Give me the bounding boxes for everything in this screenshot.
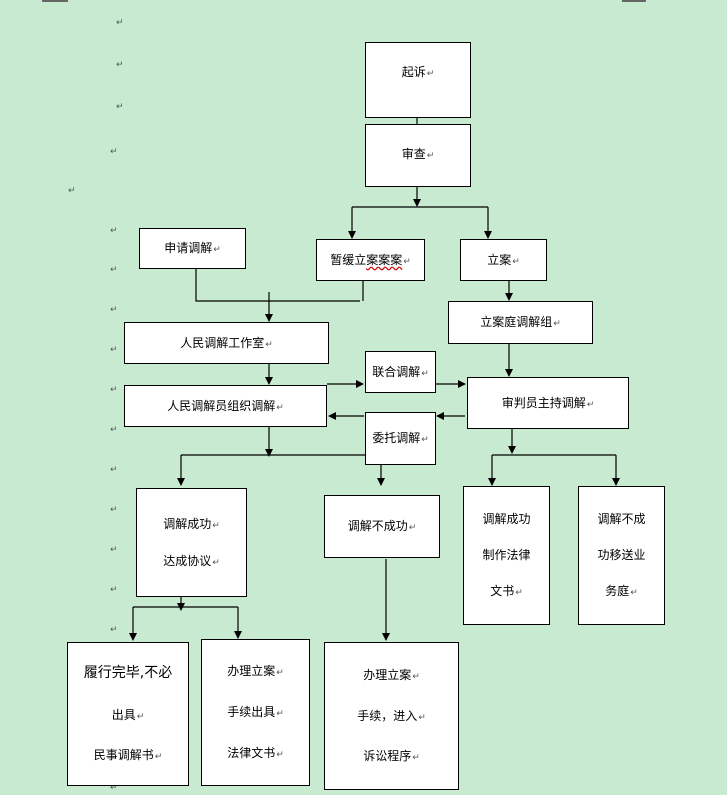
paragraph-mark: ↵ (116, 18, 124, 28)
node-renmin-tiaojie-gongzuoshi: 人民调解工作室↵ (124, 322, 329, 364)
paragraph-mark: ↵ (136, 711, 145, 722)
paragraph-mark: ↵ (426, 151, 435, 161)
node-gongzuoshi-text: 人民调解工作室 (180, 335, 265, 350)
node-chenggong-line-1: 调解成功 (163, 516, 212, 531)
paragraph-mark: ↵ (276, 749, 284, 760)
paragraph-mark: ↵ (515, 588, 523, 599)
paragraph-mark: ↵ (110, 305, 118, 315)
node-shencha: 审查↵ (365, 124, 471, 187)
node-shenqing-tiaojie-text: 申请调解 (164, 241, 213, 256)
paragraph-mark: ↵ (110, 505, 118, 515)
paragraph-mark: ↵ (630, 588, 638, 599)
node-banli-falv-line-3: 法律文书 (227, 745, 276, 760)
node-lvxing-line-2: 出具 (111, 707, 136, 722)
node-shenpanyuan-zhuchi-tiaojie: 审判员主持调解↵ (467, 377, 629, 429)
node-lian: 立案↵ (460, 239, 547, 281)
node-banli-falv-line-1: 办理立案 (227, 664, 276, 679)
node-banli-lian-susong: 办理立案↵ 手续，进入↵ 诉讼程序↵ (324, 642, 459, 790)
paragraph-mark: ↵ (110, 425, 118, 435)
node-yisong-line-2: 功移送业 (597, 548, 646, 563)
node-lianhe-tiaojie: 联合调解↵ (365, 351, 436, 393)
paragraph-mark: ↵ (412, 671, 420, 682)
paragraph-mark: ↵ (276, 709, 284, 720)
paragraph-mark: ↵ (408, 523, 417, 534)
paragraph-mark: ↵ (412, 753, 420, 764)
paragraph-mark: ↵ (512, 256, 520, 267)
node-yisong-line-3: 务庭 (605, 584, 630, 599)
node-weituo-tiaojie: 委托调解↵ (365, 412, 436, 465)
node-tiaojie-bu-chenggong: 调解不成功↵ (324, 495, 440, 558)
paragraph-mark: ↵ (418, 712, 426, 723)
paragraph-mark: ↵ (265, 339, 273, 350)
paragraph-mark: ↵ (586, 399, 595, 410)
node-zanhuan-lian: 暂缓立案案案↵ (316, 239, 425, 281)
node-lvxing-line-1: 履行完毕,不必 (83, 664, 173, 681)
paragraph-mark: ↵ (110, 265, 118, 275)
node-qisu: 起诉↵ (365, 42, 471, 118)
node-banli-susong-line-3: 诉讼程序 (363, 749, 412, 764)
paragraph-mark: ↵ (213, 245, 221, 256)
node-banli-lian-falv: 办理立案↵ 手续出具↵ 法律文书↵ (201, 639, 310, 786)
paragraph-mark: ↵ (421, 435, 429, 446)
node-yisong-line-1: 调解不成 (597, 511, 646, 526)
node-lian-ting-tiaojie-zu: 立案庭调解组↵ (448, 301, 593, 344)
paragraph-mark: ↵ (110, 226, 118, 236)
paragraph-mark: ↵ (110, 545, 118, 555)
paragraph-mark: ↵ (421, 368, 429, 379)
node-zanhuan-lian-text: 暂缓立案案案 (330, 252, 403, 267)
node-tiaojie-chenggong-falv: 调解成功 制作法律 文书↵ (463, 486, 550, 625)
paragraph-mark: ↵ (110, 385, 118, 395)
node-falv-line-3: 文书 (490, 584, 515, 599)
paragraph-mark: ↵ (110, 585, 118, 595)
node-weituo-tiaojie-text: 委托调解 (372, 431, 421, 446)
paragraph-mark: ↵ (276, 402, 284, 413)
node-falv-line-1: 调解成功 (482, 511, 531, 526)
paragraph-mark: ↵ (110, 465, 118, 475)
node-shenqing-tiaojie: 申请调解↵ (139, 228, 246, 269)
node-lian-ting-tiaojie-zu-text: 立案庭调解组 (480, 315, 553, 330)
line-shenqing-merge (195, 268, 360, 302)
node-banli-falv-line-2: 手续出具 (227, 705, 276, 720)
node-bu-chenggong-text: 调解不成功 (347, 519, 408, 534)
node-falv-line-2: 制作法律 (482, 548, 531, 563)
node-lianhe-tiaojie-text: 联合调解 (372, 364, 421, 379)
paragraph-mark: ↵ (154, 752, 163, 763)
node-lian-text: 立案 (487, 252, 512, 267)
node-lvxing-line-3: 民事调解书 (93, 748, 154, 763)
page-top-right-bar (622, 0, 646, 2)
paragraph-mark: ↵ (212, 520, 220, 531)
node-shenpanyuan-text: 审判员主持调解 (501, 395, 586, 410)
node-banli-susong-line-1: 办理立案 (363, 667, 412, 682)
node-chenggong-line-2: 达成协议 (163, 553, 212, 568)
node-qisu-text: 起诉 (401, 65, 426, 79)
node-shencha-text: 审查 (401, 147, 426, 161)
paragraph-mark: ↵ (116, 60, 124, 70)
node-tiaojieyuan-text: 人民调解员组织调解 (167, 398, 276, 413)
paragraph-mark: ↵ (110, 783, 118, 793)
node-tiaojie-bucheng-yisong: 调解不成 功移送业 务庭↵ (578, 486, 665, 625)
paragraph-mark: ↵ (276, 668, 284, 679)
node-banli-susong-line-2: 手续，进入 (357, 708, 418, 723)
page-top-left-bar (42, 0, 68, 2)
paragraph-mark: ↵ (68, 186, 76, 196)
paragraph-mark: ↵ (116, 102, 124, 112)
paragraph-mark: ↵ (110, 625, 118, 635)
paragraph-mark: ↵ (110, 345, 118, 355)
paragraph-mark: ↵ (212, 557, 220, 568)
node-tiaojieyuan-zuzhi-tiaojie: 人民调解员组织调解↵ (124, 385, 327, 427)
paragraph-mark: ↵ (403, 256, 411, 267)
paragraph-mark: ↵ (426, 69, 435, 79)
node-tiaojie-chenggong-daxieyi: 调解成功↵ 达成协议↵ (136, 488, 247, 597)
paragraph-mark: ↵ (110, 147, 118, 157)
paragraph-mark: ↵ (553, 319, 561, 330)
node-lvxing-wanbi: 履行完毕,不必 出具↵ 民事调解书↵ (67, 642, 189, 786)
